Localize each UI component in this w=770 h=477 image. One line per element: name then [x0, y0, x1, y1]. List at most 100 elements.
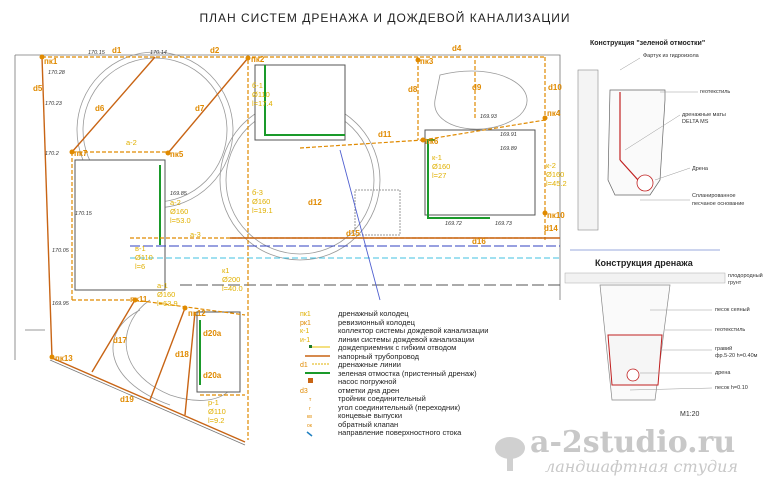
well-label: пк10: [547, 211, 565, 220]
svg-text:a-2studio.ru: a-2studio.ru: [530, 425, 735, 460]
svg-text:169.85: 169.85: [170, 191, 188, 197]
svg-text:Ø160: Ø160: [170, 207, 188, 216]
svg-text:рк1: рк1: [300, 320, 311, 327]
paved-square: [354, 189, 401, 236]
legend-item: угол соединительный (переходник): [338, 403, 461, 412]
svg-text:р-1: р-1: [208, 398, 219, 407]
legend-item: отметки дна дрен: [338, 386, 399, 395]
svg-text:дренажные маты: дренажные маты: [682, 112, 726, 118]
svg-text:l=9.2: l=9.2: [208, 416, 224, 425]
legend: пк1 рк1 к-1 и-1 d1 d3 т г кв ок дренажны…: [300, 309, 488, 437]
pipe-label: а-2: [126, 138, 137, 147]
building-right: [424, 129, 536, 216]
drain-label: d6: [95, 104, 105, 113]
drain-label: d9: [472, 83, 482, 92]
drainage-construction-section: Конструкция дренажа плодородный грунт пе…: [564, 249, 763, 418]
drain-label: d1: [112, 46, 122, 55]
drain-label: d12: [308, 198, 322, 207]
svg-text:Ø160: Ø160: [252, 197, 270, 206]
svg-text:ландшафтная студия: ландшафтная студия: [545, 457, 738, 476]
legend-item: обратный клапан: [338, 420, 398, 429]
drain-label: d14: [544, 224, 558, 233]
svg-text:DELTA MS: DELTA MS: [682, 119, 709, 125]
legend-item: напорный трубопровод: [338, 352, 420, 361]
drain-label: d11: [378, 130, 392, 139]
svg-text:169.72: 169.72: [445, 221, 462, 227]
legend-item: дренажные линии: [338, 360, 401, 369]
buildings: [74, 64, 536, 393]
legend-item: коллектор системы дождевой канализации: [338, 326, 488, 335]
drain-label: d10: [548, 83, 562, 92]
svg-text:г: г: [309, 406, 311, 412]
svg-text:плодородный: плодородный: [728, 272, 763, 279]
svg-text:d3: d3: [300, 388, 308, 395]
well-label: пк7: [74, 149, 88, 158]
drain-label: d8: [408, 85, 418, 94]
svg-text:Ø200: Ø200: [222, 275, 240, 284]
road-lines: [130, 149, 560, 301]
well-markers: [39, 54, 548, 360]
legend-item: тройник соединительный: [338, 394, 426, 403]
svg-text:Ø160: Ø160: [432, 162, 450, 171]
well-label: пк6: [425, 137, 439, 146]
svg-text:170.28: 170.28: [48, 70, 66, 76]
drain-label: d17: [113, 336, 127, 345]
svg-text:Ø160: Ø160: [157, 290, 175, 299]
drain-label: d18: [175, 350, 189, 359]
svg-text:Ø110: Ø110: [135, 253, 153, 262]
legend-item: концевые выпуски: [338, 411, 402, 420]
svg-text:песок сеяный: песок сеяный: [715, 306, 750, 313]
svg-text:Ø160: Ø160: [546, 170, 564, 179]
legend-item: дождеприемник с гибким отводом: [338, 343, 456, 352]
svg-text:ок: ок: [307, 423, 313, 429]
elevation-labels: 170.15 170.14 170.28 170.23 170.2 170.15…: [45, 50, 517, 307]
drain-label: d4: [452, 44, 462, 53]
drain-label: d20a: [203, 371, 222, 380]
well-label: пк1: [44, 57, 58, 66]
page-title: ПЛАН СИСТЕМ ДРЕНАЖА И ДОЖДЕВОЙ КАНАЛИЗАЦ…: [199, 10, 570, 25]
svg-text:песчаное основание: песчаное основание: [692, 201, 744, 207]
svg-text:в-1: в-1: [135, 244, 146, 253]
svg-text:пк1: пк1: [300, 311, 311, 318]
svg-text:l=40.0: l=40.0: [222, 284, 243, 293]
svg-text:l=53.0: l=53.0: [170, 216, 191, 225]
svg-text:Фартук из гидроизола: Фартук из гидроизола: [643, 53, 700, 59]
svg-text:169.73: 169.73: [495, 221, 513, 227]
legend-item: дренажный колодец: [338, 309, 409, 318]
well-label: пк3: [420, 57, 434, 66]
svg-text:гравий: гравий: [715, 345, 732, 352]
drain-label: d20a: [203, 329, 222, 338]
scale-label: M1:20: [680, 411, 700, 418]
pipe-label: а-3: [190, 230, 201, 239]
svg-text:к-2: к-2: [546, 161, 556, 170]
svg-text:к-1: к-1: [300, 328, 309, 335]
svg-text:169.93: 169.93: [480, 114, 498, 120]
building-garage: [196, 311, 241, 393]
svg-text:геотекстиль: геотекстиль: [700, 89, 730, 95]
legend-item: ревизионный колодец: [338, 318, 416, 327]
svg-text:170.23: 170.23: [45, 101, 63, 107]
svg-text:песок h=0.10: песок h=0.10: [715, 385, 748, 391]
svg-text:а-2: а-2: [170, 198, 181, 207]
svg-text:Дрена: Дрена: [692, 166, 709, 172]
drain-label: d7: [195, 104, 205, 113]
svg-text:фр.5-20 h=0.40м: фр.5-20 h=0.40м: [715, 353, 758, 359]
section-title: Конструкция дренажа: [595, 258, 694, 268]
building-house-left: [74, 159, 166, 291]
svg-text:170.14: 170.14: [150, 50, 167, 56]
svg-text:и-1: и-1: [300, 337, 310, 344]
svg-text:169.95: 169.95: [52, 301, 70, 307]
svg-text:геотекстиль: геотекстиль: [715, 327, 745, 333]
green-blind-area-section: Конструкция "зеленой отмостки" Фартук из…: [577, 39, 744, 231]
svg-text:170.15: 170.15: [75, 211, 93, 217]
legend-item: насос погружной: [338, 377, 397, 386]
well-label: пк11: [130, 295, 148, 304]
